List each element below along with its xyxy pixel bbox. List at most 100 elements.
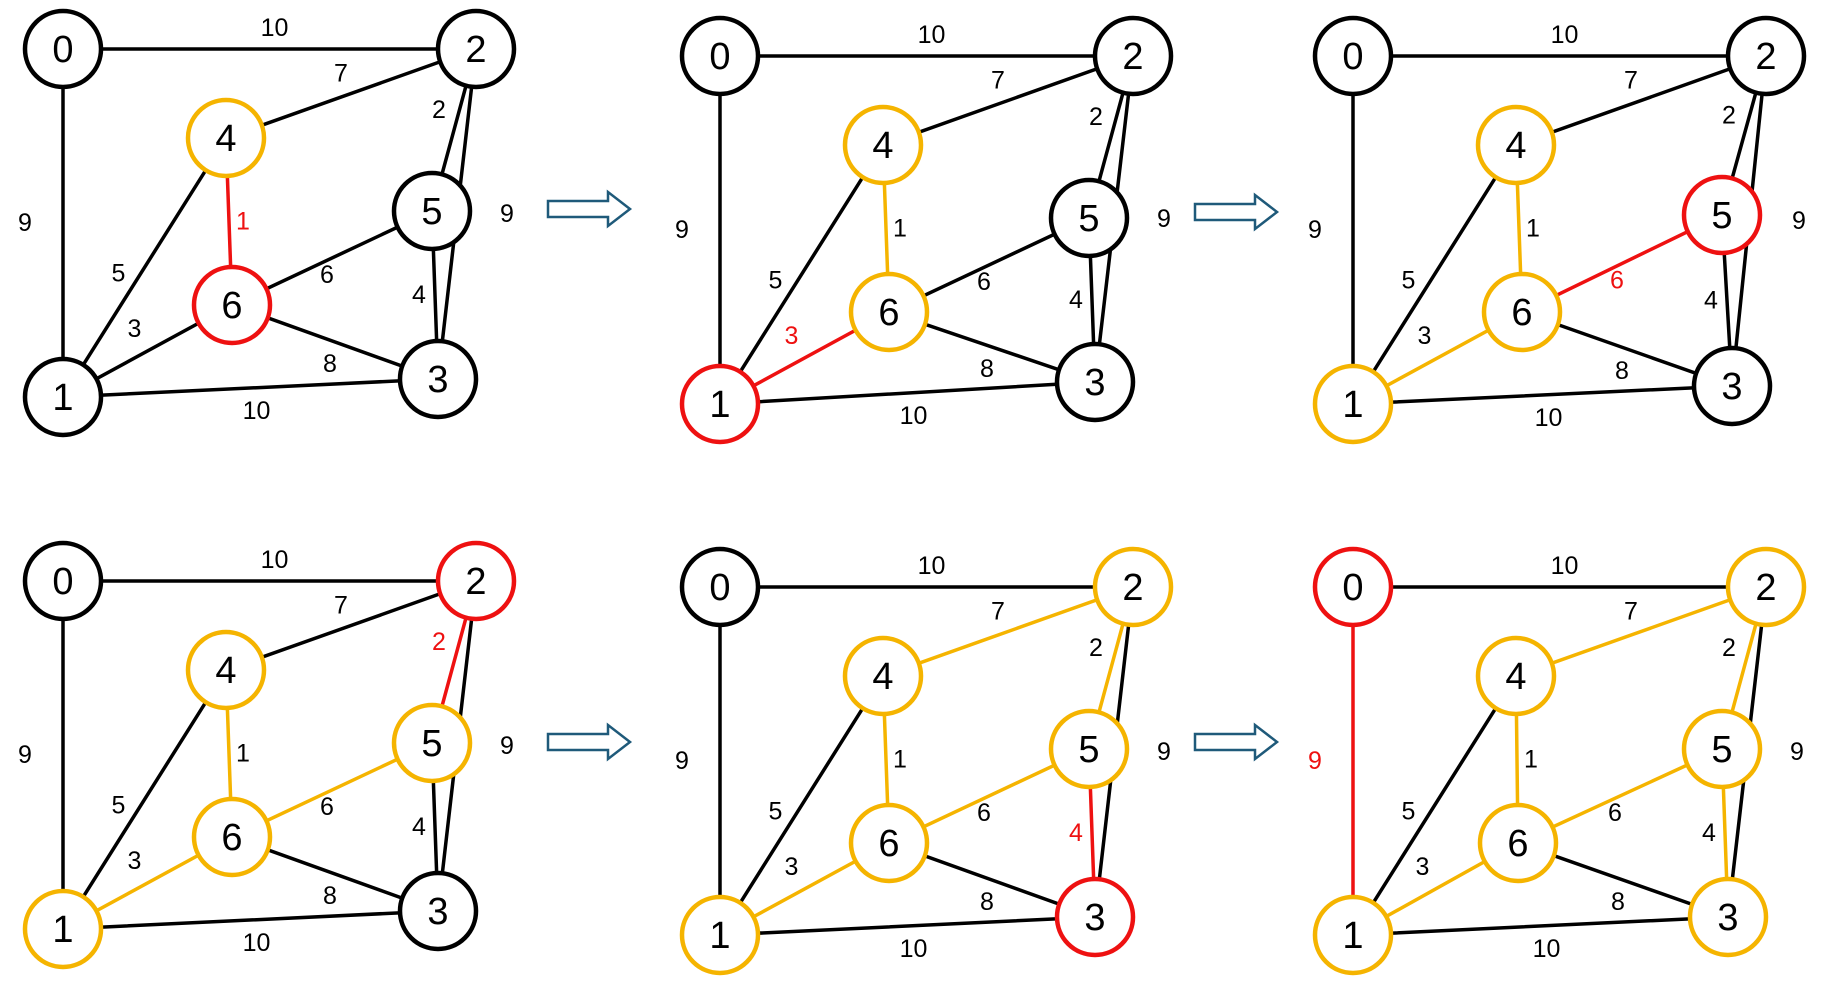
node-circle [391, 170, 473, 252]
node-label: 2 [1755, 36, 1776, 78]
node-circle [1475, 635, 1557, 717]
edge-1-3 [61, 909, 440, 931]
node-label: 5 [1711, 729, 1732, 771]
node-label: 2 [465, 561, 486, 603]
node-label: 3 [427, 891, 448, 933]
node-circle [1725, 546, 1807, 628]
edge-weight-label: 2 [1722, 634, 1736, 662]
node-4: 4 [185, 629, 267, 711]
edge-weight-label: 8 [980, 888, 994, 916]
node-circle [1054, 876, 1136, 958]
edge-weight-label: 5 [769, 798, 783, 826]
edge-weight-label: 3 [1418, 322, 1432, 350]
node-label: 4 [1505, 656, 1526, 698]
edge-weight-label: 10 [243, 397, 271, 425]
node-0: 0 [1312, 15, 1394, 97]
node-6: 6 [1477, 802, 1559, 884]
node-1: 1 [679, 894, 761, 976]
edge-weight-label: 6 [320, 793, 334, 821]
edge-weight-label: 6 [977, 799, 991, 827]
node-circle [185, 97, 267, 179]
node-label: 3 [1084, 897, 1105, 939]
edge-weight-label: 7 [1624, 67, 1638, 95]
edge-weight-label: 8 [323, 882, 337, 910]
edge-weight-label: 10 [1535, 404, 1563, 432]
node-circle [679, 546, 761, 628]
node-circle [191, 264, 273, 346]
edge-4-2 [224, 579, 478, 672]
node-circle [1687, 876, 1769, 958]
node-label: 2 [1755, 567, 1776, 609]
edge-weight-label: 10 [900, 935, 928, 963]
edge-1-3 [61, 377, 440, 399]
node-3: 3 [1691, 345, 1773, 427]
node-circle [191, 796, 273, 878]
edge-weight-label: 6 [1608, 799, 1622, 827]
node-label: 0 [52, 29, 73, 71]
node-circle [1312, 894, 1394, 976]
edge-weight-label: 9 [675, 747, 689, 775]
node-circle [679, 894, 761, 976]
node-circle [1477, 802, 1559, 884]
node-circle [435, 540, 517, 622]
edge-weight-label: 10 [243, 929, 271, 957]
node-label: 1 [52, 377, 73, 419]
node-0: 0 [679, 546, 761, 628]
node-6: 6 [848, 802, 930, 884]
edge-weight-label: 8 [323, 350, 337, 378]
node-label: 4 [1505, 125, 1526, 167]
node-5: 5 [391, 702, 473, 784]
edge-weight-label: 9 [675, 216, 689, 244]
edge-4-2 [1514, 585, 1768, 678]
node-label: 5 [1711, 195, 1732, 237]
edge-weight-label: 10 [1551, 21, 1579, 49]
edge-4-2 [1514, 54, 1768, 147]
node-circle [679, 15, 761, 97]
node-circle [22, 8, 104, 90]
node-label: 1 [52, 909, 73, 951]
node-label: 4 [872, 656, 893, 698]
node-label: 4 [215, 650, 236, 692]
node-label: 3 [1084, 362, 1105, 404]
node-label: 1 [709, 915, 730, 957]
edge-4-1 [1351, 143, 1518, 406]
node-circle [397, 870, 479, 952]
edge-weight-label: 7 [1624, 598, 1638, 626]
node-circle [848, 802, 930, 884]
node-label: 6 [221, 285, 242, 327]
node-label: 0 [52, 561, 73, 603]
node-circle [679, 363, 761, 445]
edge-weight-label: 7 [991, 67, 1005, 95]
node-circle [1475, 104, 1557, 186]
edge-4-1 [61, 668, 228, 931]
node-label: 5 [1078, 729, 1099, 771]
node-1: 1 [22, 888, 104, 970]
node-circle [22, 540, 104, 622]
edge-weight-label: 9 [500, 732, 514, 760]
node-2: 2 [435, 540, 517, 622]
node-label: 3 [1721, 366, 1742, 408]
edge-weight-label: 1 [893, 746, 907, 774]
node-0: 0 [22, 8, 104, 90]
edge-weight-label: 6 [977, 268, 991, 296]
node-label: 5 [421, 723, 442, 765]
node-label: 0 [709, 567, 730, 609]
node-label: 4 [872, 125, 893, 167]
edge-weight-label: 2 [1089, 103, 1103, 131]
edge-weight-label: 3 [785, 853, 799, 881]
node-label: 2 [465, 29, 486, 71]
edge-4-2 [224, 47, 478, 140]
node-circle [1092, 546, 1174, 628]
node-circle [1312, 15, 1394, 97]
edge-weight-label: 10 [900, 402, 928, 430]
node-6: 6 [1481, 271, 1563, 353]
edge-weight-label: 2 [1722, 102, 1736, 130]
edge-weight-label: 10 [918, 21, 946, 49]
arrow-4-to-5-icon [546, 722, 633, 762]
node-circle [1048, 708, 1130, 790]
edge-weight-label: 2 [1089, 634, 1103, 662]
